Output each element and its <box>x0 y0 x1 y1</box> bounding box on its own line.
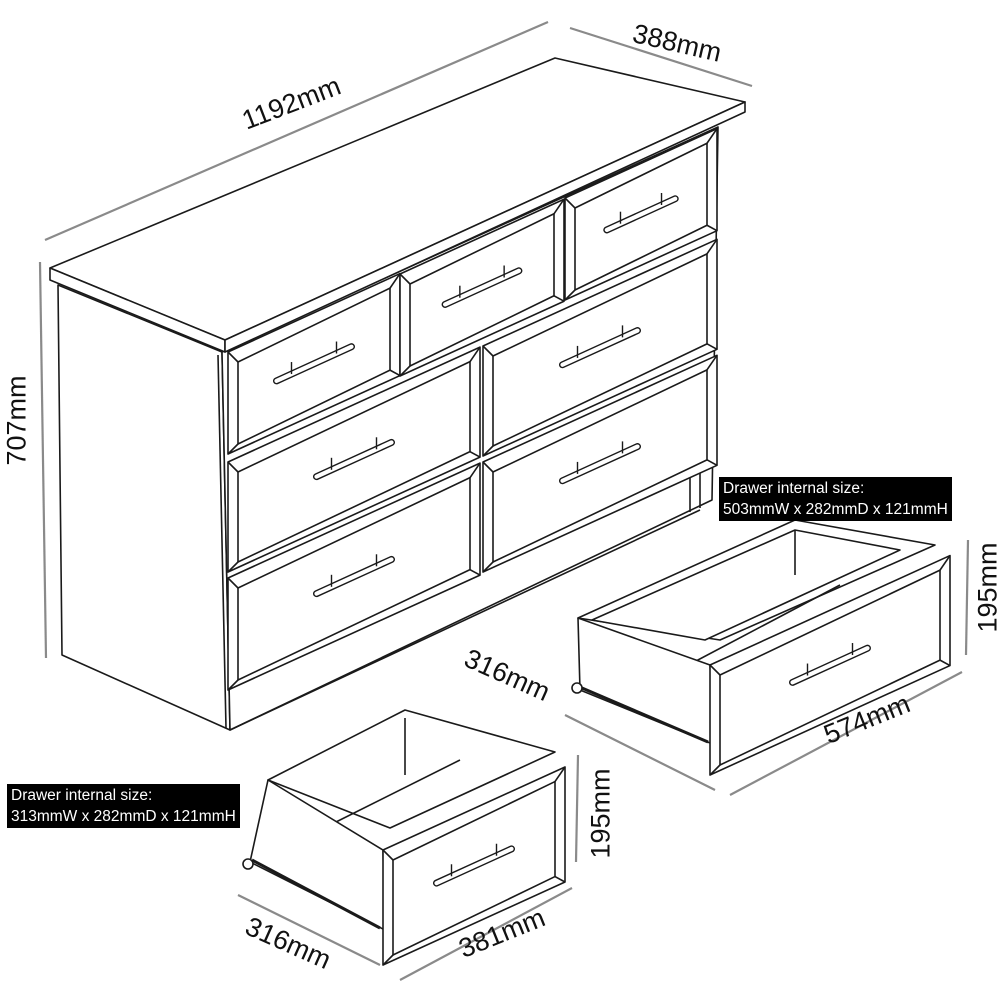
small-drawer-front-bevel <box>554 875 566 883</box>
drawer-middle-left-bevel <box>469 346 481 363</box>
drawer-bottom-right-handle <box>560 444 640 483</box>
large-drawer-height-label: 195mm <box>972 542 1000 633</box>
large-drawer-internal-size: Drawer internal size: 503mmW x 282mmD x … <box>719 477 952 521</box>
large-drawer-front-bevel <box>709 664 721 676</box>
drawer-bottom-left-bevel <box>227 577 239 589</box>
small-drawer-width-line <box>399 887 573 981</box>
large-drawer-info-size: 503mmW x 282mmD x 121mmH <box>723 501 948 518</box>
drawer-middle-left-bevel <box>469 450 481 458</box>
depth-dimension-line <box>569 26 753 88</box>
large-drawer-front-bevel <box>709 764 721 776</box>
small-drawer-floor <box>329 759 461 826</box>
small-drawer-front-handle <box>434 846 514 886</box>
drawer-bottom-right-bevel <box>706 354 718 371</box>
drawer-middle-right-bevel <box>482 445 494 457</box>
drawer-middle-right-bevel <box>482 345 494 357</box>
small-drawer-height-label: 195mm <box>585 768 616 859</box>
height-label: 707mm <box>1 375 32 466</box>
large-drawer-interior <box>591 529 901 641</box>
drawer-top-middle-bevel <box>399 273 411 285</box>
drawer-top-middle-handle <box>443 268 522 307</box>
large-drawer-depth-line <box>564 714 716 791</box>
large-drawer-front-bevel <box>939 555 951 571</box>
front-edge <box>217 354 227 729</box>
large-drawer-front-handle <box>790 646 870 685</box>
drawer-top-right-handle <box>604 196 678 233</box>
large-drawer-height-line <box>964 539 970 656</box>
drawer-top-left-bevel <box>389 369 401 377</box>
drawer-bottom-right-bevel <box>482 461 494 473</box>
drawer-top-left-bevel <box>227 443 239 455</box>
small-drawer-depth-line <box>237 894 381 966</box>
drawer-middle-left-handle <box>314 440 394 479</box>
small-drawer-runner <box>251 858 381 930</box>
plinth <box>229 509 701 731</box>
top-right-edge <box>224 101 746 353</box>
small-drawer-internal-size: Drawer internal size: 313mmW x 282mmD x … <box>7 784 240 828</box>
drawer-top-left-handle <box>274 344 354 383</box>
drawer-top-right-bevel <box>706 224 718 232</box>
small-drawer-front-bevel <box>382 954 394 966</box>
height-dimension-line <box>38 261 48 659</box>
large-drawer-width-line <box>729 671 963 796</box>
small-drawer-height-line <box>574 754 580 863</box>
small-drawer-wheel <box>242 858 254 870</box>
drawer-middle-right-bevel <box>706 238 718 255</box>
drawer-middle-left-bevel <box>227 561 239 573</box>
large-drawer-front-bevel <box>939 659 951 667</box>
drawer-middle-right-handle <box>560 328 640 367</box>
drawer-top-left-bevel <box>227 351 239 363</box>
drawer-top-right-bevel <box>564 197 576 209</box>
drawer-bottom-right-bevel <box>482 561 494 573</box>
large-drawer-wheel <box>571 682 583 694</box>
drawer-top-middle-bevel <box>553 295 565 302</box>
width-dimension-line <box>44 20 549 242</box>
drawer-top-right-bevel <box>564 289 576 301</box>
drawer-bottom-left-handle <box>314 557 394 596</box>
large-drawer-info-title: Drawer internal size: <box>723 480 865 497</box>
small-drawer-info-size: 313mmW x 282mmD x 121mmH <box>11 808 236 825</box>
small-drawer-info-title: Drawer internal size: <box>11 787 153 804</box>
drawer-top-middle-bevel <box>399 365 411 377</box>
drawer-middle-right-bevel <box>706 343 718 350</box>
small-drawer-front-bevel <box>554 766 566 783</box>
small-drawer-box-top <box>267 709 556 829</box>
drawer-top-middle-bevel <box>553 198 565 215</box>
drawer-top-left-bevel <box>389 273 401 289</box>
drawer-bottom-right-bevel <box>706 459 718 466</box>
drawer-middle-left-bevel <box>227 461 239 473</box>
large-drawer-runner <box>581 686 709 744</box>
small-drawer-front-bevel <box>382 849 394 861</box>
drawer-bottom-left-bevel <box>227 679 239 691</box>
side-panel <box>57 284 231 731</box>
drawer-bottom-left-bevel <box>469 568 481 576</box>
drawer-bottom-left-bevel <box>469 462 481 479</box>
drawer-top-right-bevel <box>706 128 718 144</box>
